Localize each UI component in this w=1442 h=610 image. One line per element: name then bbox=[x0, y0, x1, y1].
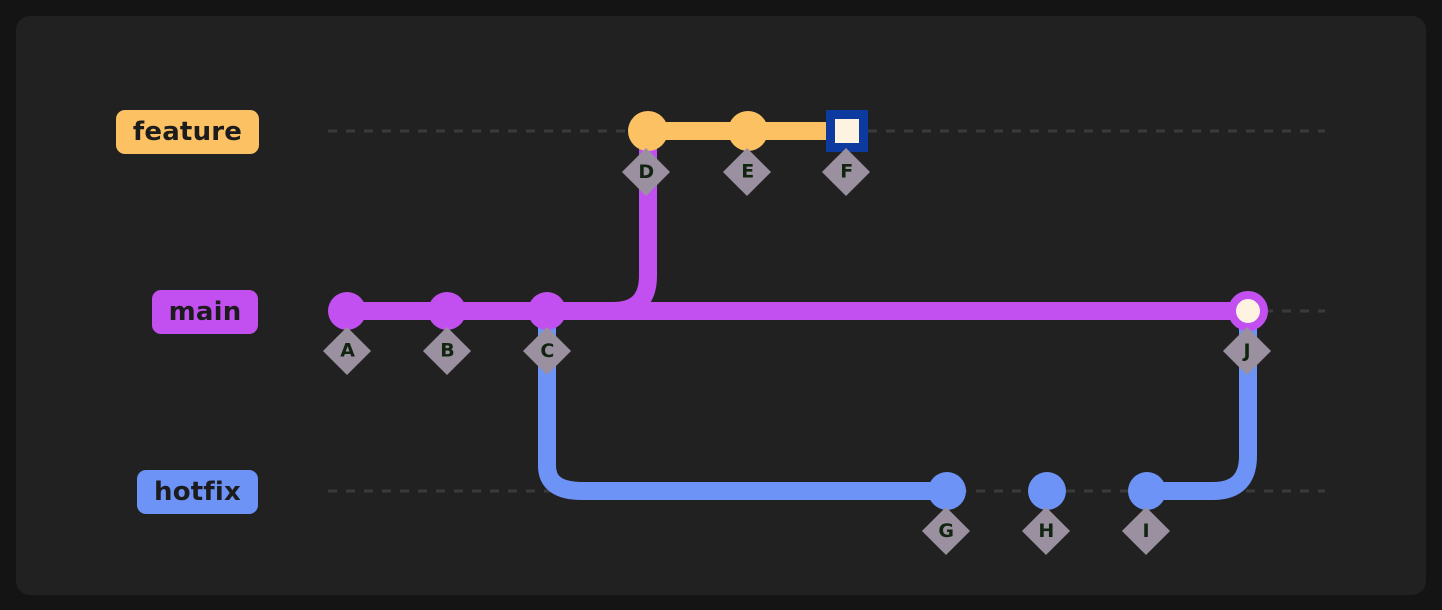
commit-node-A[interactable] bbox=[328, 292, 366, 330]
commit-tag-label-C: C bbox=[540, 339, 554, 362]
commit-tag-label-A: A bbox=[339, 339, 355, 362]
branch-label-hotfix[interactable]: hotfix bbox=[137, 470, 258, 514]
commit-tag-label-G: G bbox=[938, 519, 954, 542]
commit-node-D[interactable] bbox=[628, 111, 668, 151]
edge-group bbox=[347, 122, 1257, 500]
commit-node-E[interactable] bbox=[728, 111, 768, 151]
commit-node-G[interactable] bbox=[928, 472, 966, 510]
commit-tag-label-H: H bbox=[1038, 519, 1054, 542]
commit-node-J[interactable] bbox=[1228, 291, 1268, 331]
commit-node-I[interactable] bbox=[1128, 472, 1166, 510]
branch-label-feature[interactable]: feature bbox=[116, 110, 259, 154]
commit-tag-label-D: D bbox=[638, 160, 654, 183]
edge-branch-main-c-to-feature-d bbox=[560, 131, 657, 320]
commit-node-group bbox=[328, 110, 1268, 510]
commit-node-H[interactable] bbox=[1028, 472, 1066, 510]
commit-tag-label-E: E bbox=[740, 160, 754, 183]
commit-node-B[interactable] bbox=[428, 292, 466, 330]
commit-node-C[interactable] bbox=[528, 292, 566, 330]
branch-label-main[interactable]: main bbox=[152, 290, 258, 334]
edge-merge-hotfix-i-to-main-j bbox=[1147, 311, 1257, 500]
commit-node-F[interactable] bbox=[826, 110, 868, 152]
commit-tag-label-I: I bbox=[1142, 519, 1150, 542]
commit-tag-label-J: J bbox=[1243, 339, 1251, 362]
commit-tag-label-B: B bbox=[439, 339, 455, 362]
commit-tag-label-F: F bbox=[839, 160, 853, 183]
edge-branch-main-c-to-hotfix bbox=[538, 318, 947, 500]
